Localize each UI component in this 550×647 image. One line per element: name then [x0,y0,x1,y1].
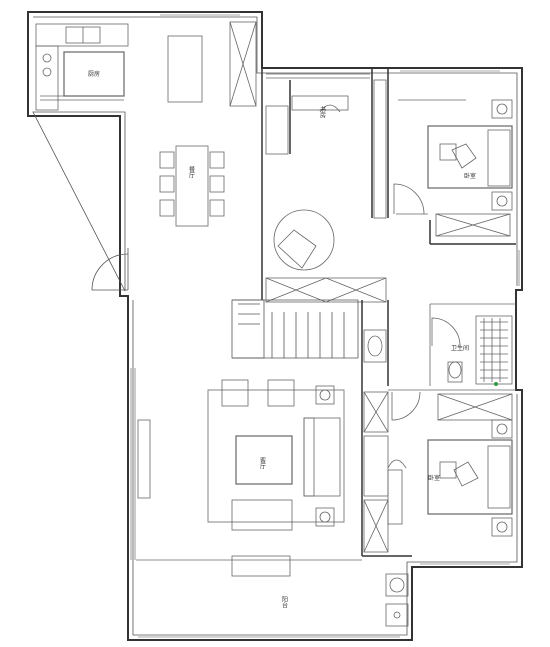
balcony [136,559,409,627]
dining-chair [159,175,175,193]
nightstand [491,99,513,119]
room-label-study: 书房 [319,105,326,119]
kitchen-counter-top [35,23,129,47]
corridor-walls [361,68,516,557]
bedroom-1-window [400,70,520,286]
wardrobe-1 [435,213,511,237]
bedroom-2 [387,389,516,537]
bed [427,125,513,189]
dining-chair [209,175,225,193]
tall-cabinet [229,21,257,107]
entry-door [91,248,129,291]
study [265,73,387,303]
dining-chair [159,199,175,217]
console [231,555,291,577]
kitchen [35,23,129,111]
bedroom-chair [439,461,457,479]
side-table [315,507,335,527]
kitchen-window [160,11,240,16]
room-label-balcony: 阳台 [281,595,288,609]
dining-chair [159,151,175,169]
room-label-dining: 餐厅 [188,165,195,178]
study-desk [291,95,349,111]
staircase [231,299,359,359]
laundry-sink [385,603,409,627]
study-chair [319,104,341,113]
living-room [137,379,345,577]
outer-walls [27,11,523,641]
loveseat [231,499,293,531]
living-rug [207,389,345,523]
tv-cabinet [137,419,151,499]
wardrobe-2 [437,393,513,421]
inner-outline [32,16,518,636]
bedroom-chair [439,143,457,161]
bedroom-1 [393,99,513,237]
dining-table [175,145,209,227]
sofa [303,417,341,497]
dining-area [159,35,225,227]
kitchen-counter-left [35,45,59,111]
washing-machine [385,573,409,597]
room-label-living: 客厅 [259,456,266,469]
armchair [221,379,249,407]
room-label-bedroom: 卧室 [464,172,476,180]
study-wall [261,68,291,300]
shower [475,315,513,385]
lounge-chair [277,229,317,269]
bedroom-2-door [391,391,421,421]
sideboard [167,35,203,103]
bathroom-door [431,317,461,347]
desk-chair [387,459,407,469]
room-label-kitchen: 厨房 [88,70,100,78]
coffee-table [235,435,293,485]
dining-chair [209,199,225,217]
hall-basin [363,329,387,363]
wardrobe [363,79,389,553]
nightstand [491,419,513,439]
room-label-bedroom-2: 卧室 [428,474,440,482]
living-window [130,368,136,560]
dining-chair [209,151,225,169]
floor-drain-marker [494,382,498,386]
stove-burner [42,67,52,77]
stove-burner [42,53,52,63]
armchair [267,379,295,407]
low-cabinet [265,277,387,303]
room-label-bathroom: 卫生间 [451,344,469,352]
bedroom-2-desk [387,469,403,525]
bedroom-1-door [393,183,425,215]
nightstand [491,517,513,537]
side-table [315,385,335,405]
bed [427,439,513,515]
nightstand [491,191,513,211]
bathroom [429,303,516,386]
armchair-rug [273,209,335,271]
